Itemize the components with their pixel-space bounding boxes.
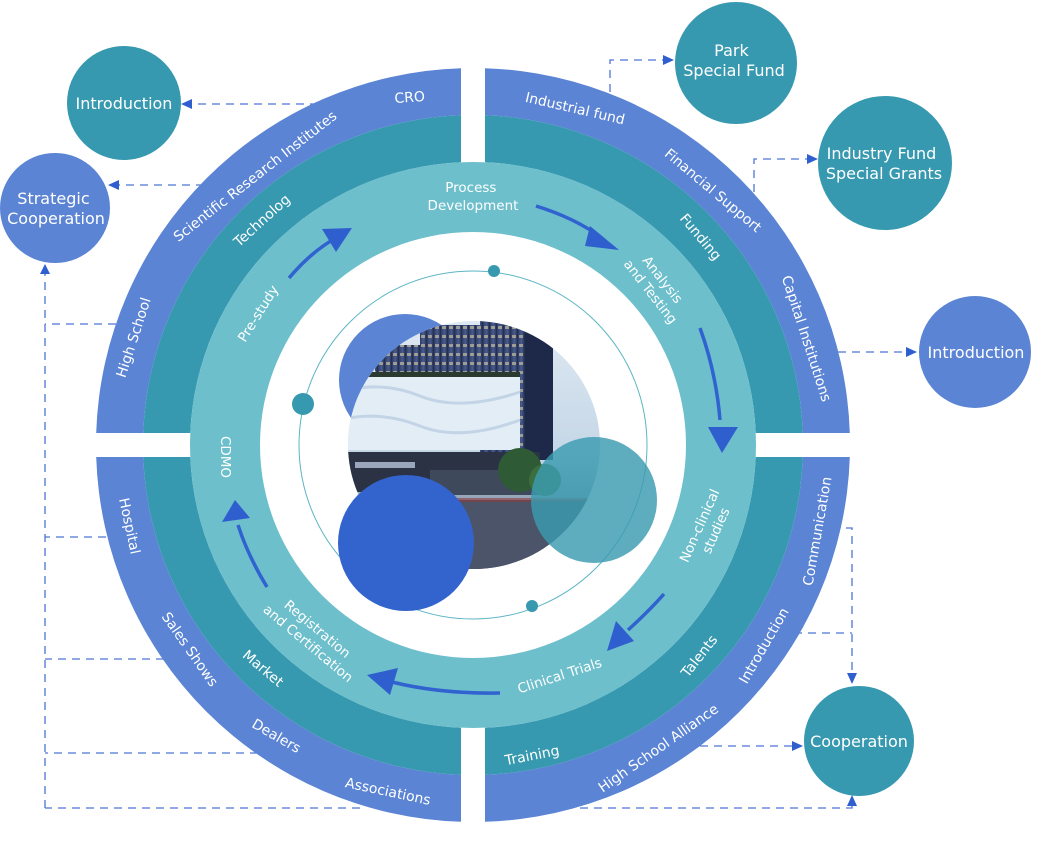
connector-bottom-cooperation <box>580 806 853 809</box>
orbit-dot-left <box>292 393 314 415</box>
satellite-label: Introduction <box>76 94 173 113</box>
satellites: Introduction Strategic Cooperation Park … <box>0 2 1031 796</box>
outer-ring-top-left <box>96 68 461 433</box>
orbit-dot-bottom <box>526 600 538 612</box>
arrowhead-icon <box>792 741 803 751</box>
satellite-circle <box>804 686 914 796</box>
connector-industrial-park <box>609 59 664 92</box>
arrowhead-icon <box>847 673 857 684</box>
arrowhead-icon <box>906 347 917 357</box>
middle-ring-bottom-right <box>485 457 803 775</box>
satellite-circle <box>818 96 952 230</box>
connector-financial-grants <box>753 158 808 192</box>
satellite-label: Introduction <box>928 343 1025 362</box>
satellite-circle <box>67 46 181 160</box>
arrowhead-icon <box>663 55 674 65</box>
orbit <box>292 265 648 620</box>
satellite-park-special-fund: Park Special Fund <box>675 2 797 124</box>
arrowhead-icon <box>108 180 119 190</box>
arrow-analysis-nonclinical <box>698 327 722 421</box>
orbit-dot-top <box>488 265 500 277</box>
center-composition <box>338 314 657 611</box>
satellite-label: Park Special Fund <box>683 41 785 80</box>
arrowhead-icon <box>40 264 50 274</box>
outer-ring-bottom-right <box>485 457 850 822</box>
arrow-nonclinical-clinical <box>626 592 666 632</box>
outer-ring-bottom-left <box>96 457 461 822</box>
arrow-clinical-registration <box>391 680 501 695</box>
satellite-circle <box>919 296 1031 408</box>
middle-ring-bottom-left <box>143 457 461 775</box>
stage-cdmo: CDMO <box>217 436 233 478</box>
flow-arrows <box>222 204 738 695</box>
arrowhead-icon <box>607 621 634 651</box>
satellite-cooperation: Cooperation <box>804 686 914 796</box>
arrowhead-icon <box>708 427 738 453</box>
satellite-introduction-left: Introduction <box>67 46 181 160</box>
arrowhead-icon <box>181 99 192 109</box>
dark-blue-circle-bottom-left <box>338 475 474 611</box>
rings <box>96 68 850 822</box>
satellite-introduction-right: Introduction <box>919 296 1031 408</box>
satellite-label: Industry Fund Special Grants <box>826 144 942 183</box>
stage-process-development: Process Development <box>428 180 519 214</box>
middle-ring-top-right <box>485 115 803 433</box>
middle-ring-top-left <box>143 115 461 433</box>
arrowhead-icon <box>367 668 398 695</box>
arrowhead-icon <box>847 795 857 806</box>
arrowhead-icon <box>222 500 250 522</box>
arrowhead-icon <box>322 228 352 252</box>
arrowhead-icon <box>585 226 619 250</box>
connectors <box>40 55 917 809</box>
satellite-label: Strategic Cooperation <box>7 189 105 228</box>
orbit-ring <box>298 270 648 620</box>
satellite-industry-fund-grants: Industry Fund Special Grants <box>818 96 952 230</box>
outer-label-cro: CRO <box>394 89 426 107</box>
satellite-strategic-cooperation: Strategic Cooperation <box>0 153 110 263</box>
outer-ring-top-right <box>485 68 850 433</box>
arrowhead-icon <box>807 154 818 164</box>
arrow-registration-cdmo <box>236 524 269 588</box>
satellite-circle <box>675 2 797 124</box>
satellite-circle <box>0 153 110 263</box>
teal-circle-right <box>531 437 657 563</box>
connector-communication-cooperation <box>846 527 853 674</box>
satellite-label: Cooperation <box>810 732 908 751</box>
